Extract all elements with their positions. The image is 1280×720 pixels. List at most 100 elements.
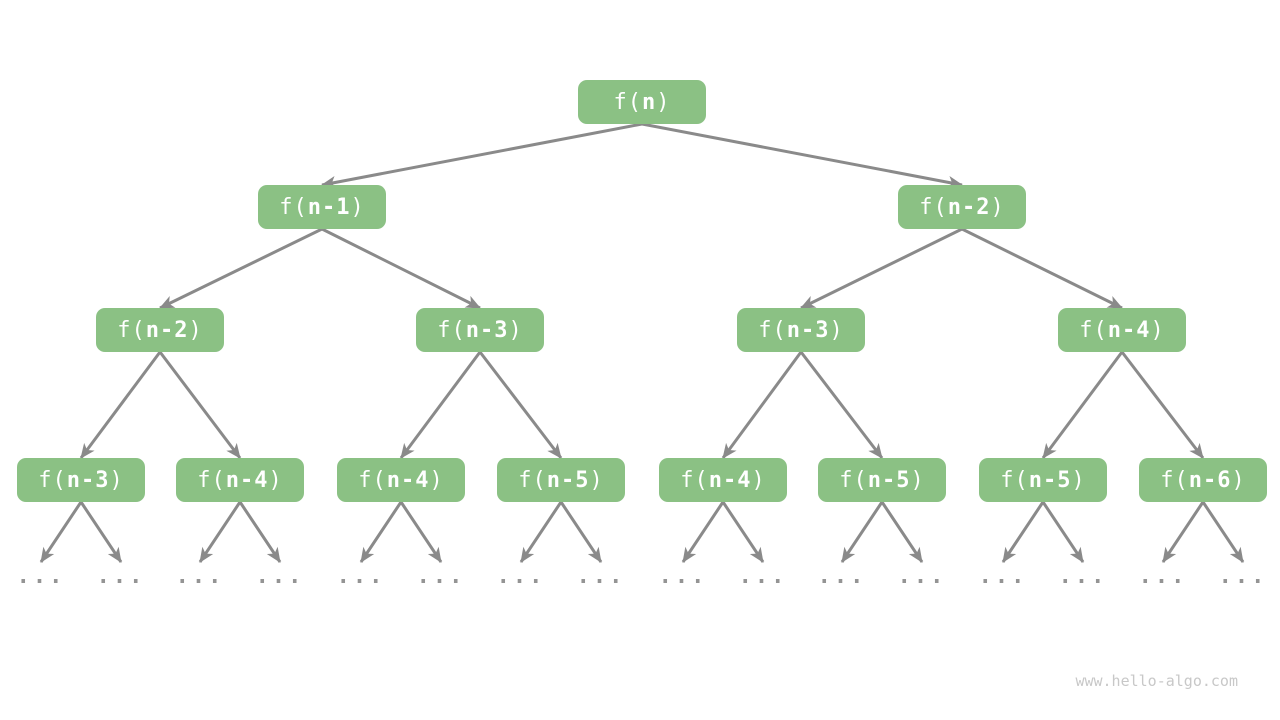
tree-edge — [79, 351, 162, 459]
node-label-pre: f( — [358, 467, 387, 493]
tree-edge — [961, 227, 1123, 310]
ellipsis-leaf: ... — [658, 564, 708, 589]
tree-edge — [800, 227, 963, 310]
tree-node: f(n-4) — [337, 458, 465, 502]
node-label-suf: ) — [429, 467, 444, 493]
tree-edge — [721, 501, 765, 563]
node-label-arg: n-4 — [386, 467, 430, 493]
tree-edge — [840, 501, 884, 563]
tree-node: f(n-2) — [898, 185, 1026, 229]
node-label-arg: n-4 — [225, 467, 269, 493]
node-label-pre: f( — [38, 467, 67, 493]
tree-edge — [721, 351, 803, 459]
node-label-suf: ) — [1231, 467, 1246, 493]
node-label-arg: n-2 — [947, 194, 991, 220]
watermark: www.hello-algo.com — [1075, 672, 1238, 690]
ellipsis-leaf: ... — [1138, 564, 1188, 589]
node-label-pre: f( — [1079, 317, 1108, 343]
tree-node: f(n-3) — [737, 308, 865, 352]
ellipsis-leaf: ... — [175, 564, 225, 589]
ellipsis-leaf: ... — [738, 564, 788, 589]
node-label-suf: ) — [350, 194, 365, 220]
tree-edge — [559, 501, 603, 563]
node-label-pre: f( — [1160, 467, 1189, 493]
tree-edge — [321, 227, 481, 310]
node-label-pre: f( — [919, 194, 948, 220]
tree-node: f(n-3) — [416, 308, 544, 352]
tree-edge — [321, 122, 643, 189]
node-label-arg: n-4 — [708, 467, 752, 493]
ellipsis-leaf: ... — [817, 564, 867, 589]
node-label-suf: ) — [656, 89, 671, 115]
node-label-suf: ) — [109, 467, 124, 493]
node-label-arg: n-5 — [546, 467, 590, 493]
tree-node: f(n) — [578, 80, 706, 124]
tree-edge — [478, 351, 563, 459]
ellipsis-leaf: ... — [416, 564, 466, 589]
ellipsis-leaf: ... — [1058, 564, 1108, 589]
tree-edge — [238, 501, 282, 563]
ellipsis-leaf: ... — [496, 564, 546, 589]
ellipsis-leaf: ... — [255, 564, 305, 589]
node-label-pre: f( — [197, 467, 226, 493]
tree-node: f(n-5) — [979, 458, 1107, 502]
node-label-pre: f( — [117, 317, 146, 343]
node-label-suf: ) — [829, 317, 844, 343]
ellipsis-leaf: ... — [897, 564, 947, 589]
tree-edge — [39, 501, 83, 563]
node-label-pre: f( — [680, 467, 709, 493]
tree-node: f(n-4) — [1058, 308, 1186, 352]
ellipsis-leaf: ... — [576, 564, 626, 589]
tree-edge — [1041, 351, 1124, 459]
ellipsis-leaf: ... — [1218, 564, 1268, 589]
tree-node: f(n-6) — [1139, 458, 1267, 502]
node-label-suf: ) — [990, 194, 1005, 220]
node-label-suf: ) — [508, 317, 523, 343]
node-label-pre: f( — [1000, 467, 1029, 493]
node-label-arg: n-3 — [465, 317, 509, 343]
tree-edge — [519, 501, 563, 563]
node-label-pre: f( — [437, 317, 466, 343]
node-label-arg: n-1 — [307, 194, 351, 220]
ellipsis-leaf: ... — [96, 564, 146, 589]
ellipsis-leaf: ... — [336, 564, 386, 589]
tree-edge — [1120, 351, 1205, 459]
tree-edge — [79, 501, 123, 563]
tree-edge — [399, 351, 482, 459]
node-label-arg: n-3 — [66, 467, 110, 493]
node-label-pre: f( — [279, 194, 308, 220]
tree-node: f(n-1) — [258, 185, 386, 229]
tree-edge — [799, 351, 884, 459]
tree-edge — [1041, 501, 1085, 563]
tree-edge — [880, 501, 924, 563]
tree-edge — [1001, 501, 1045, 563]
node-label-arg: n-5 — [1028, 467, 1072, 493]
node-label-arg: n-2 — [145, 317, 189, 343]
tree-edge — [359, 501, 403, 563]
tree-node: f(n-4) — [659, 458, 787, 502]
node-label-suf: ) — [589, 467, 604, 493]
ellipsis-leaf: ... — [16, 564, 66, 589]
tree-edge — [198, 501, 242, 563]
tree-edge — [399, 501, 443, 563]
node-label-arg: n-4 — [1107, 317, 1151, 343]
tree-node: f(n-5) — [818, 458, 946, 502]
ellipsis-leaf: ... — [978, 564, 1028, 589]
tree-edge — [159, 227, 323, 310]
tree-node: f(n-3) — [17, 458, 145, 502]
node-label-pre: f( — [839, 467, 868, 493]
node-label-suf: ) — [268, 467, 283, 493]
node-label-suf: ) — [910, 467, 925, 493]
node-label-pre: f( — [518, 467, 547, 493]
tree-edge — [1161, 501, 1205, 563]
node-label-arg: n-5 — [867, 467, 911, 493]
node-label-arg: n — [642, 89, 657, 115]
tree-edge — [1201, 501, 1245, 563]
node-label-suf: ) — [188, 317, 203, 343]
tree-node: f(n-5) — [497, 458, 625, 502]
tree-node: f(n-4) — [176, 458, 304, 502]
tree-node: f(n-2) — [96, 308, 224, 352]
node-label-suf: ) — [751, 467, 766, 493]
